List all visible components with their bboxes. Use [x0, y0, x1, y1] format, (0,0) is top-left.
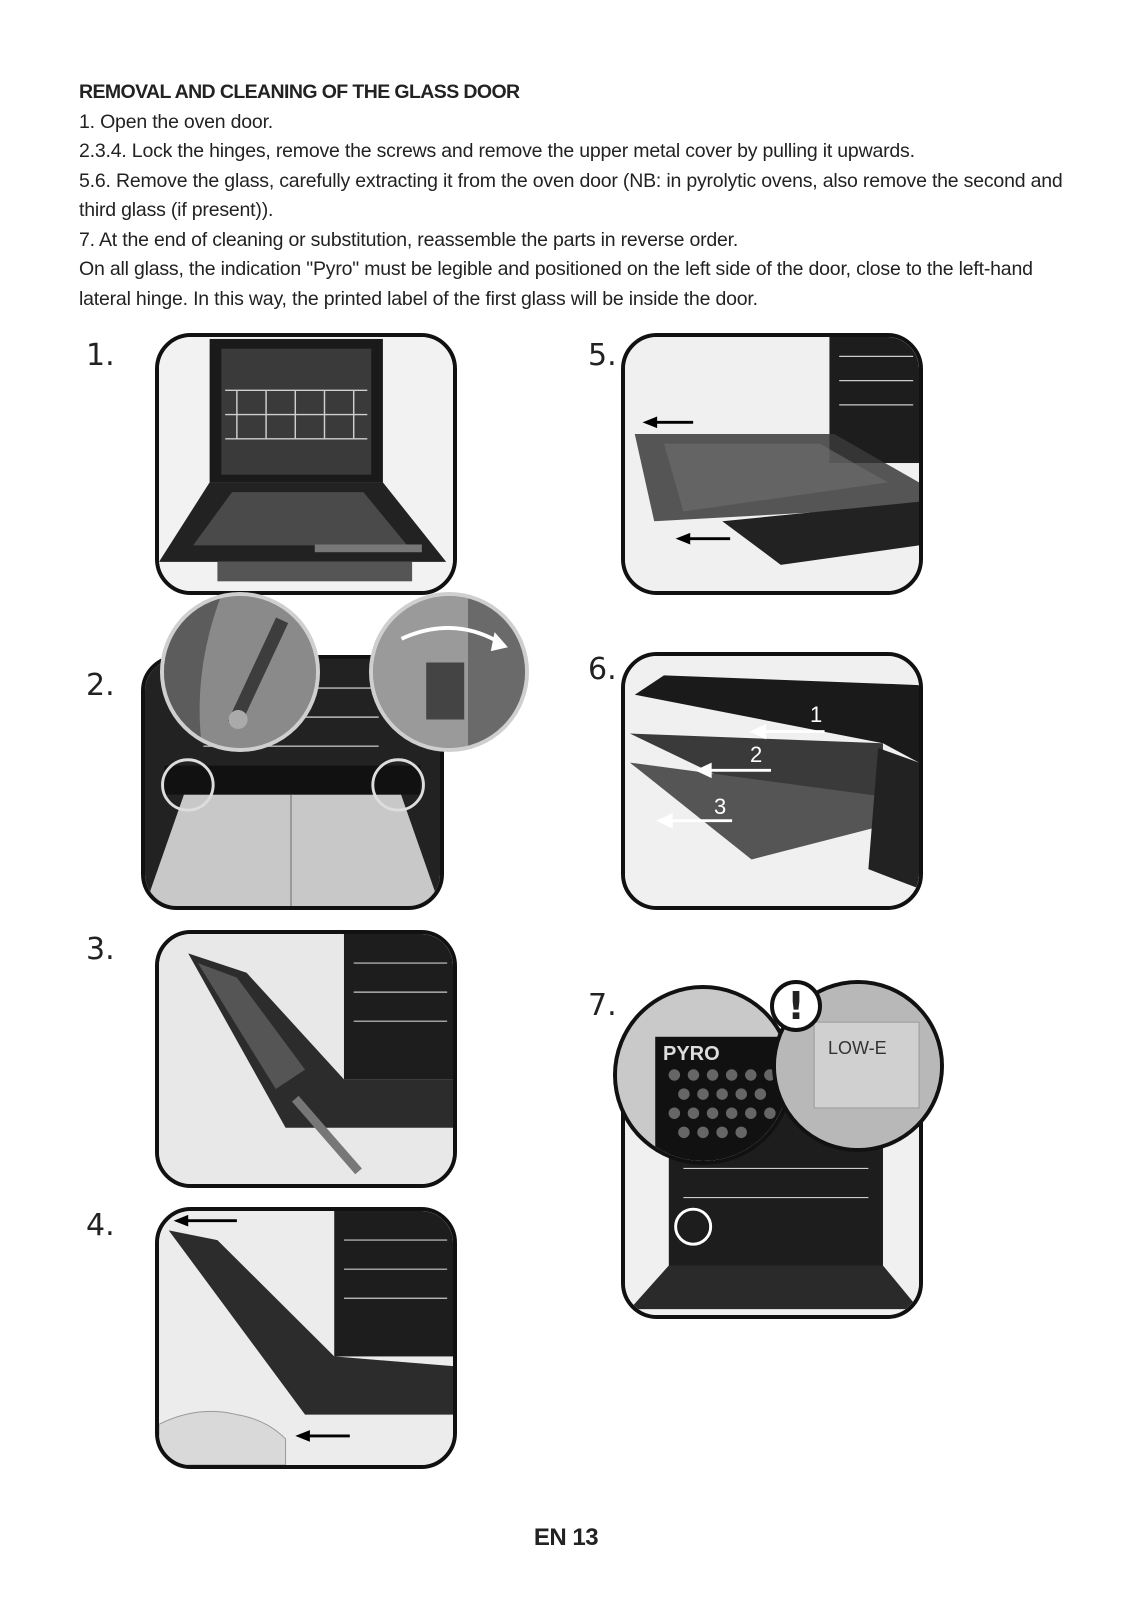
- figure-4-lift-cover: [155, 1207, 457, 1469]
- instruction-step-5-6: 5.6. Remove the glass, carefully extract…: [79, 169, 1063, 222]
- step-number-7: 7.: [588, 988, 617, 1023]
- step-number-5: 5.: [588, 338, 617, 373]
- figure-5-remove-glass: [621, 333, 923, 595]
- figure-6-glass-layers: [621, 652, 923, 910]
- step-number-1: 1.: [86, 338, 115, 373]
- instructions-text: REMOVAL AND CLEANING OF THE GLASS DOOR 1…: [79, 78, 1069, 314]
- lowe-label: LOW-E: [828, 1038, 887, 1058]
- step-number-2: 2.: [86, 668, 115, 703]
- glass-label-2: 2: [750, 742, 763, 767]
- step-number-3: 3.: [86, 932, 115, 967]
- pyro-zoom: [613, 985, 793, 1165]
- glass-label-3: 3: [714, 794, 727, 819]
- warning-icon: !: [770, 980, 822, 1032]
- step-number-4: 4.: [86, 1208, 115, 1243]
- figure-3-remove-screws: [155, 930, 457, 1188]
- figure-1-oven-open: [155, 333, 457, 595]
- instruction-step-7: 7. At the end of cleaning or substitutio…: [79, 228, 739, 251]
- page-number: EN 13: [533, 1524, 599, 1551]
- step-number-6: 6.: [588, 652, 617, 687]
- hinge-zoom-left: [160, 592, 320, 752]
- instruction-step-1: 1. Open the oven door.: [79, 110, 273, 133]
- hinge-zoom-right: [369, 592, 529, 752]
- glass-label-1: 1: [810, 702, 823, 727]
- pyro-label: PYRO: [663, 1043, 720, 1065]
- instruction-step-2-4: 2.3.4. Lock the hinges, remove the screw…: [79, 140, 915, 162]
- section-heading: REMOVAL AND CLEANING OF THE GLASS DOOR: [79, 81, 520, 103]
- pyro-note: On all glass, the indication "Pyro" must…: [79, 258, 1033, 310]
